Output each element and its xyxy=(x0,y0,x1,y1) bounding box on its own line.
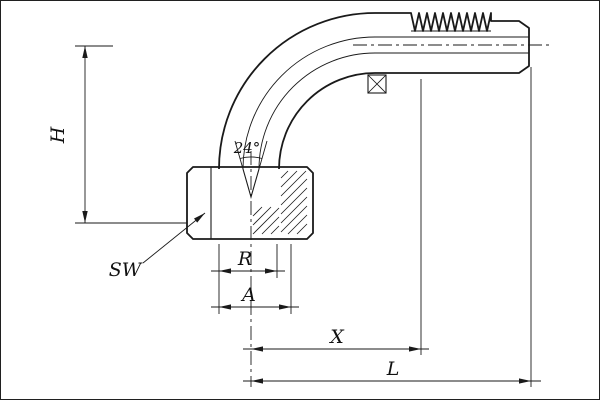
R-arrow-left xyxy=(219,268,231,274)
H-arrow-top xyxy=(82,46,88,58)
SW-leader-arrow xyxy=(194,213,205,223)
SW-label: SW xyxy=(109,259,143,281)
elbow-inner-wall xyxy=(278,72,376,170)
wrench-size-callout: SW xyxy=(109,212,206,281)
cone-angle-label: 24° xyxy=(233,139,261,157)
bore-lower-wall xyxy=(258,52,376,170)
hatch-region-outer xyxy=(280,170,308,235)
R-extension-lines xyxy=(218,244,278,314)
dimension-A: A xyxy=(211,244,299,314)
angle-arc xyxy=(239,156,263,159)
SW-leader-line xyxy=(142,212,206,264)
dimension-H: H xyxy=(47,45,187,224)
R-label: R xyxy=(237,248,252,270)
X-arrow-right xyxy=(409,346,421,352)
X-label: X xyxy=(328,326,345,348)
cone-angle-dimension: 24° xyxy=(233,139,263,159)
dimension-X: X xyxy=(243,79,429,355)
swivel-nut xyxy=(186,140,314,240)
L-arrow-right xyxy=(519,378,531,384)
nut-outline xyxy=(186,166,314,240)
H-extension-lines xyxy=(75,45,187,224)
hose-tail-profile xyxy=(375,12,530,74)
dimension-L: L xyxy=(243,67,541,387)
H-arrow-bottom xyxy=(82,211,88,223)
A-label: A xyxy=(240,284,256,306)
hatch-region-inner xyxy=(252,206,280,235)
elbow-outer-wall xyxy=(218,12,376,170)
cone-seat-extensions xyxy=(234,140,268,170)
centerlines xyxy=(250,44,549,387)
section-hatching xyxy=(252,170,308,235)
X-arrow-left xyxy=(251,346,263,352)
fitting-body xyxy=(218,12,530,170)
o-ring-section xyxy=(367,74,387,94)
A-arrow-left xyxy=(219,304,231,310)
H-label: H xyxy=(47,126,69,144)
dimension-R: R xyxy=(211,244,285,314)
A-arrow-right xyxy=(279,304,291,310)
L-label: L xyxy=(386,358,400,380)
o-ring-groove xyxy=(367,74,387,94)
L-arrow-left xyxy=(251,378,263,384)
o-ring-cross xyxy=(367,74,387,94)
bore-upper-wall xyxy=(242,36,376,170)
bore-lines-straight xyxy=(375,36,529,54)
cone-seat xyxy=(242,168,260,200)
R-arrow-right xyxy=(265,268,277,274)
